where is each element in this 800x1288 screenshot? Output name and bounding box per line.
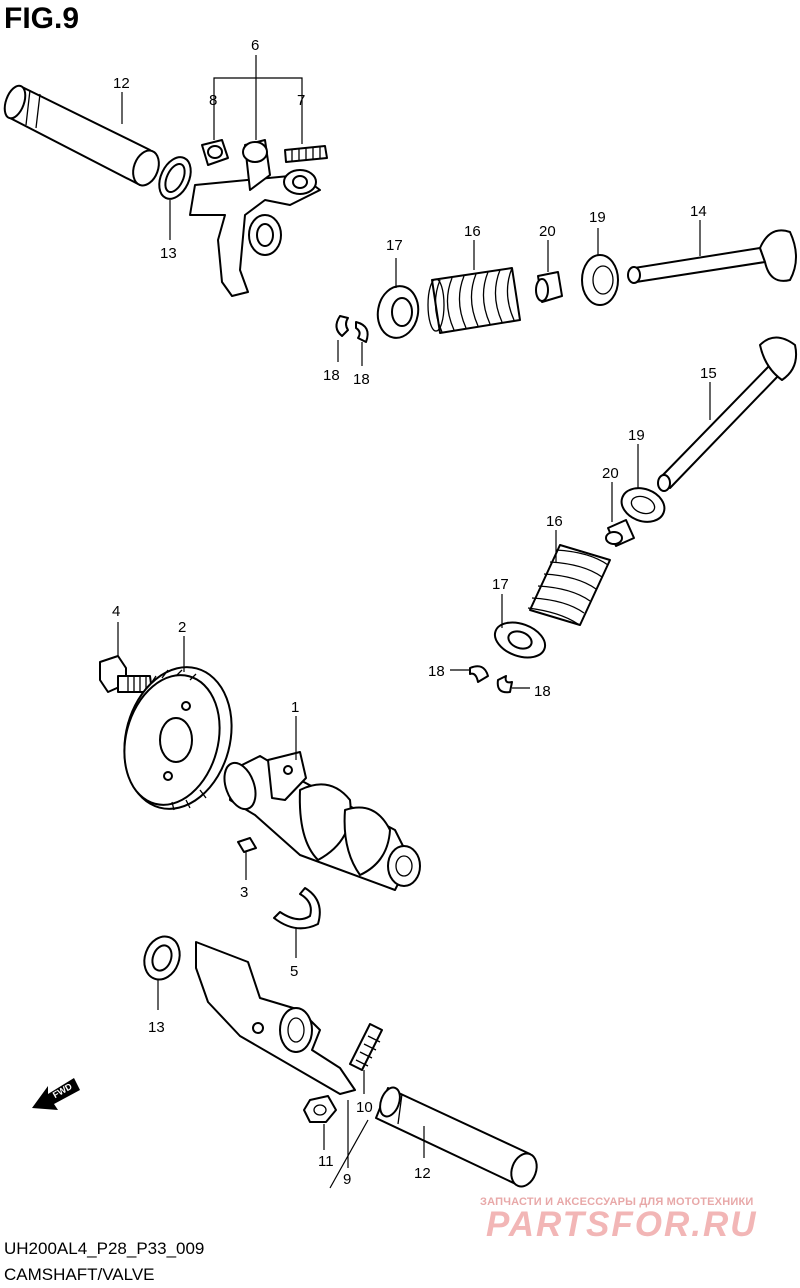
rocker-washer-bottom <box>143 935 181 981</box>
callout-leader-9 <box>329 1119 369 1189</box>
callout-1: 1 <box>291 699 299 716</box>
callout-6: 6 <box>251 37 259 54</box>
callout-19-top: 19 <box>589 209 606 226</box>
callout-13-bottom: 13 <box>148 1019 165 1036</box>
callout-17-top: 17 <box>386 237 403 254</box>
exhaust-valve <box>657 336 798 492</box>
callout-2: 2 <box>178 619 186 636</box>
callout-19-bottom: 19 <box>628 427 645 444</box>
callout-12-bottom: 12 <box>414 1165 431 1182</box>
callout-bracket-6 <box>213 77 303 110</box>
valve-stem-seal-top <box>535 271 563 303</box>
callout-20-top: 20 <box>539 223 556 240</box>
section-name: CAMSHAFT/VALVE <box>4 1265 155 1284</box>
callout-18-d: 18 <box>534 683 551 700</box>
callout-18-b: 18 <box>353 371 370 388</box>
forward-direction-arrow: FWD <box>32 1078 80 1110</box>
adjuster-screw-7 <box>284 145 328 163</box>
valve-spring-top <box>427 267 521 334</box>
spring-retainer-bottom <box>493 621 547 659</box>
model-code: UH200AL4_P28_P33_009 <box>4 1239 205 1258</box>
callout-5: 5 <box>290 963 298 980</box>
rocker-arm-shaft-bottom <box>375 1086 538 1188</box>
camshaft <box>223 751 421 891</box>
callout-18-c: 18 <box>428 663 445 680</box>
callout-4: 4 <box>112 603 120 620</box>
callout-8: 8 <box>209 92 217 109</box>
spring-seat-top <box>581 254 619 306</box>
valve-stem-seal-bottom <box>605 519 635 547</box>
rocker-arm-intake <box>189 139 321 297</box>
cam-sprocket <box>123 666 233 811</box>
callout-14: 14 <box>690 203 707 220</box>
callout-18-a: 18 <box>323 367 340 384</box>
valve-spring-bottom <box>527 544 611 626</box>
rocker-arm-exhaust <box>195 941 356 1095</box>
sprocket-bolt <box>99 655 153 693</box>
lock-nut-8 <box>201 139 229 166</box>
camshaft-pin <box>237 837 257 853</box>
callout-17-bottom: 17 <box>492 576 509 593</box>
callout-12-top: 12 <box>113 75 130 92</box>
rocker-arm-shaft-top <box>3 84 160 187</box>
callout-20-bottom: 20 <box>602 465 619 482</box>
lock-nut-11 <box>303 1095 337 1123</box>
callout-13-top: 13 <box>160 245 177 262</box>
watermark-tagline: ЗАПЧАСТИ И АКСЕССУАРЫ ДЛЯ МОТОТЕХНИКИ <box>480 1196 754 1208</box>
valve-cotters-bottom <box>469 665 513 694</box>
callout-3: 3 <box>240 884 248 901</box>
figure-title: FIG.9 <box>4 2 80 35</box>
spring-seat-bottom <box>620 487 666 523</box>
callout-15: 15 <box>700 365 717 382</box>
camshaft-retainer <box>273 887 321 930</box>
intake-valve <box>627 229 797 284</box>
callout-7: 7 <box>297 92 305 109</box>
valve-cotters-top <box>335 315 369 343</box>
rocker-washer-top <box>158 156 192 200</box>
callout-11: 11 <box>318 1153 334 1170</box>
spring-retainer-top <box>376 285 420 339</box>
callout-10: 10 <box>356 1099 373 1116</box>
callout-16-top: 16 <box>464 223 481 240</box>
watermark-brand: PARTSFOR.RU <box>486 1205 758 1244</box>
adjuster-screw-10 <box>349 1023 383 1071</box>
callout-16-bottom: 16 <box>546 513 563 530</box>
callout-9: 9 <box>343 1171 351 1188</box>
